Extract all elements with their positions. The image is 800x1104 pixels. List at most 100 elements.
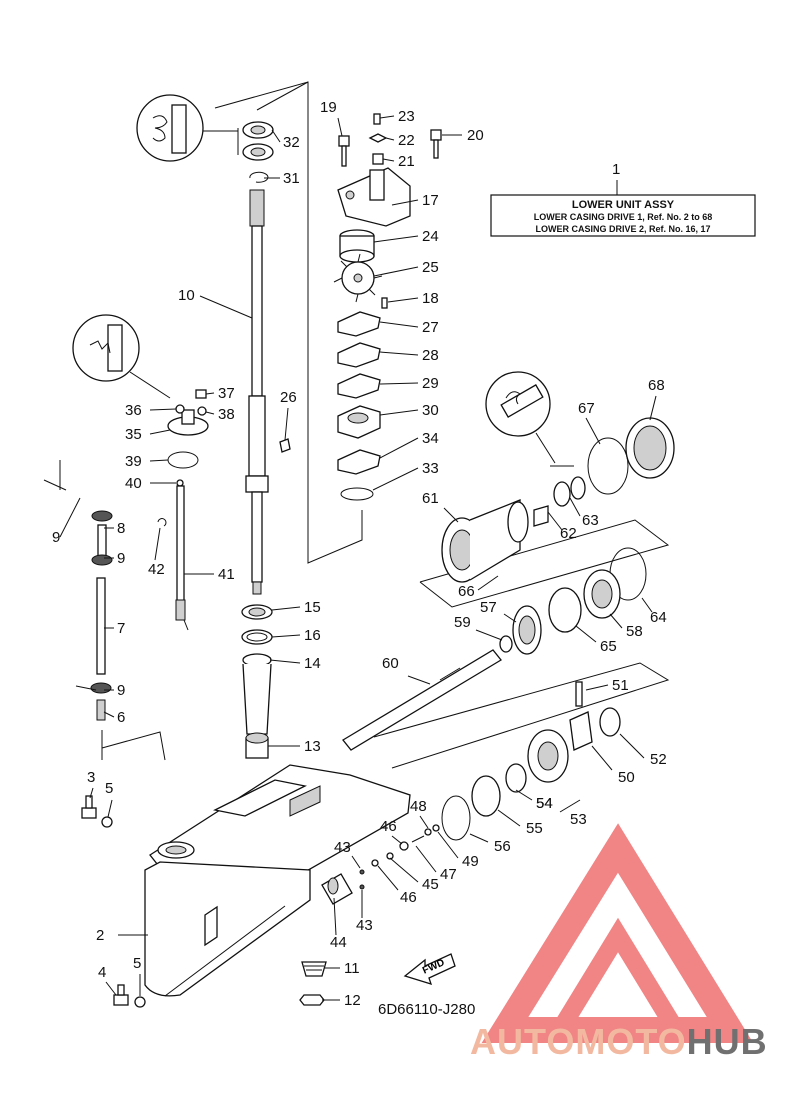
callout-28: 28	[422, 347, 439, 364]
callout-leader	[205, 411, 215, 415]
forward-gear-parts	[441, 681, 621, 841]
callout-leader	[609, 613, 623, 629]
callout-54: 54	[536, 795, 553, 812]
callout-42: 42	[148, 561, 165, 578]
circlip-67	[587, 437, 629, 495]
callout-leader	[105, 981, 117, 996]
callout-leader	[149, 459, 169, 462]
callout-26: 26	[280, 389, 297, 406]
callout-leader	[649, 395, 657, 421]
gasket-34	[337, 449, 381, 475]
outer-plate-28	[337, 342, 381, 368]
drive-shaft-10	[245, 189, 269, 595]
callout-14: 14	[304, 655, 321, 672]
callout-65: 65	[600, 638, 617, 655]
callout-52: 52	[650, 751, 667, 768]
callout-59: 59	[454, 614, 471, 631]
shift-plunger-44	[321, 873, 353, 905]
grommet-21	[372, 153, 384, 165]
callout-leader	[382, 158, 395, 162]
callout-leader	[284, 407, 289, 441]
callout-54: 54	[536, 795, 553, 812]
callout-10: 10	[178, 287, 195, 304]
callout-48: 48	[410, 798, 427, 815]
callout-leader	[103, 711, 115, 718]
callout-68: 68	[648, 377, 665, 394]
callout-leader	[469, 833, 489, 843]
callout-53: 53	[570, 811, 587, 828]
bearing-housing-61	[441, 499, 529, 583]
callout-leader	[559, 799, 581, 813]
callout-66: 66	[458, 583, 475, 600]
callout-leader	[415, 845, 437, 873]
callout-leader	[379, 321, 419, 328]
ring-nut-68	[625, 417, 675, 479]
callout-leader	[497, 809, 521, 827]
callout-5: 5	[105, 780, 113, 797]
callout-46: 46	[400, 889, 417, 906]
pin-18	[381, 297, 388, 309]
callout-leader	[149, 429, 171, 435]
callout-24: 24	[422, 228, 439, 245]
callout-22: 22	[398, 132, 415, 149]
inset-grease-icon-2	[72, 314, 171, 399]
callout-38: 38	[218, 406, 235, 423]
callout-leader	[205, 392, 215, 395]
shift-rod-parts	[157, 389, 209, 631]
watermark-part-1: AUTOMOTO	[470, 1021, 687, 1062]
callout-12: 12	[344, 992, 361, 1009]
title-box-title: LOWER UNIT ASSY	[572, 199, 675, 211]
callout-labels: 1234556789991011121314151617181920212223…	[52, 99, 667, 1009]
callout-16: 16	[304, 627, 321, 644]
screw-23	[373, 113, 381, 125]
gasket-29	[337, 373, 381, 399]
callout-leader	[351, 855, 361, 869]
callout-leader	[477, 575, 499, 591]
callout-25: 25	[422, 259, 439, 276]
callout-27: 27	[422, 319, 439, 336]
o-ring-33	[340, 487, 374, 501]
callout-4: 4	[98, 964, 106, 981]
callout-35: 35	[125, 426, 142, 443]
callout-leader	[443, 507, 459, 523]
callout-leader	[379, 382, 419, 385]
frame-lines	[101, 81, 670, 769]
callout-leader	[154, 527, 161, 561]
callout-19: 19	[320, 99, 337, 116]
callout-43: 43	[334, 839, 351, 856]
water-pump-housing-17	[337, 167, 411, 227]
propeller-shaft-60	[342, 649, 502, 751]
callout-leader	[269, 659, 301, 664]
callout-63: 63	[582, 512, 599, 529]
small-parts-45-49	[359, 824, 440, 890]
watermark-part-2: HUB	[687, 1021, 768, 1062]
callout-leader	[337, 117, 343, 137]
bolt-4	[113, 984, 129, 1006]
callout-20: 20	[467, 127, 484, 144]
callout-leader	[569, 497, 581, 517]
callout-3: 3	[87, 769, 95, 786]
callout-58: 58	[626, 623, 643, 640]
callout-leader	[575, 625, 597, 643]
bearing-58	[583, 569, 621, 619]
oil-seals-32	[242, 121, 274, 161]
inset-grease-icon-1	[136, 94, 239, 162]
callout-9: 9	[117, 682, 125, 699]
circlip-31	[249, 171, 269, 183]
pinion-11-nut-12	[299, 961, 327, 1006]
callout-leader	[271, 634, 301, 638]
callout-leader	[437, 831, 459, 859]
callout-leader	[389, 857, 419, 883]
callout-6: 6	[117, 709, 125, 726]
callout-leader	[107, 799, 113, 818]
callout-29: 29	[422, 375, 439, 392]
callout-leader	[149, 408, 177, 411]
insert-cartridge-24	[339, 229, 375, 263]
callout-1: 1	[612, 161, 620, 178]
callout-62: 62	[560, 525, 577, 542]
callout-34: 34	[422, 430, 439, 447]
callout-leader	[333, 897, 337, 936]
callout-leader	[391, 835, 403, 845]
callout-43: 43	[356, 917, 373, 934]
